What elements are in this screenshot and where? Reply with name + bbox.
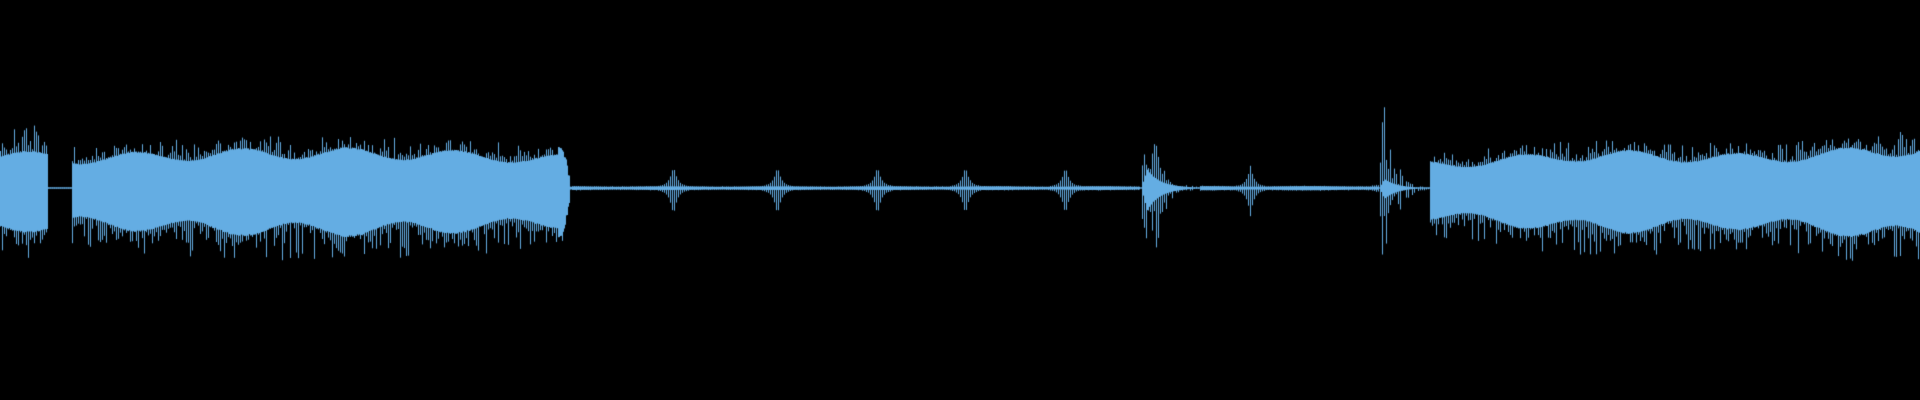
audio-waveform-viewer[interactable] <box>0 0 1920 400</box>
waveform-canvas[interactable] <box>0 0 1920 400</box>
